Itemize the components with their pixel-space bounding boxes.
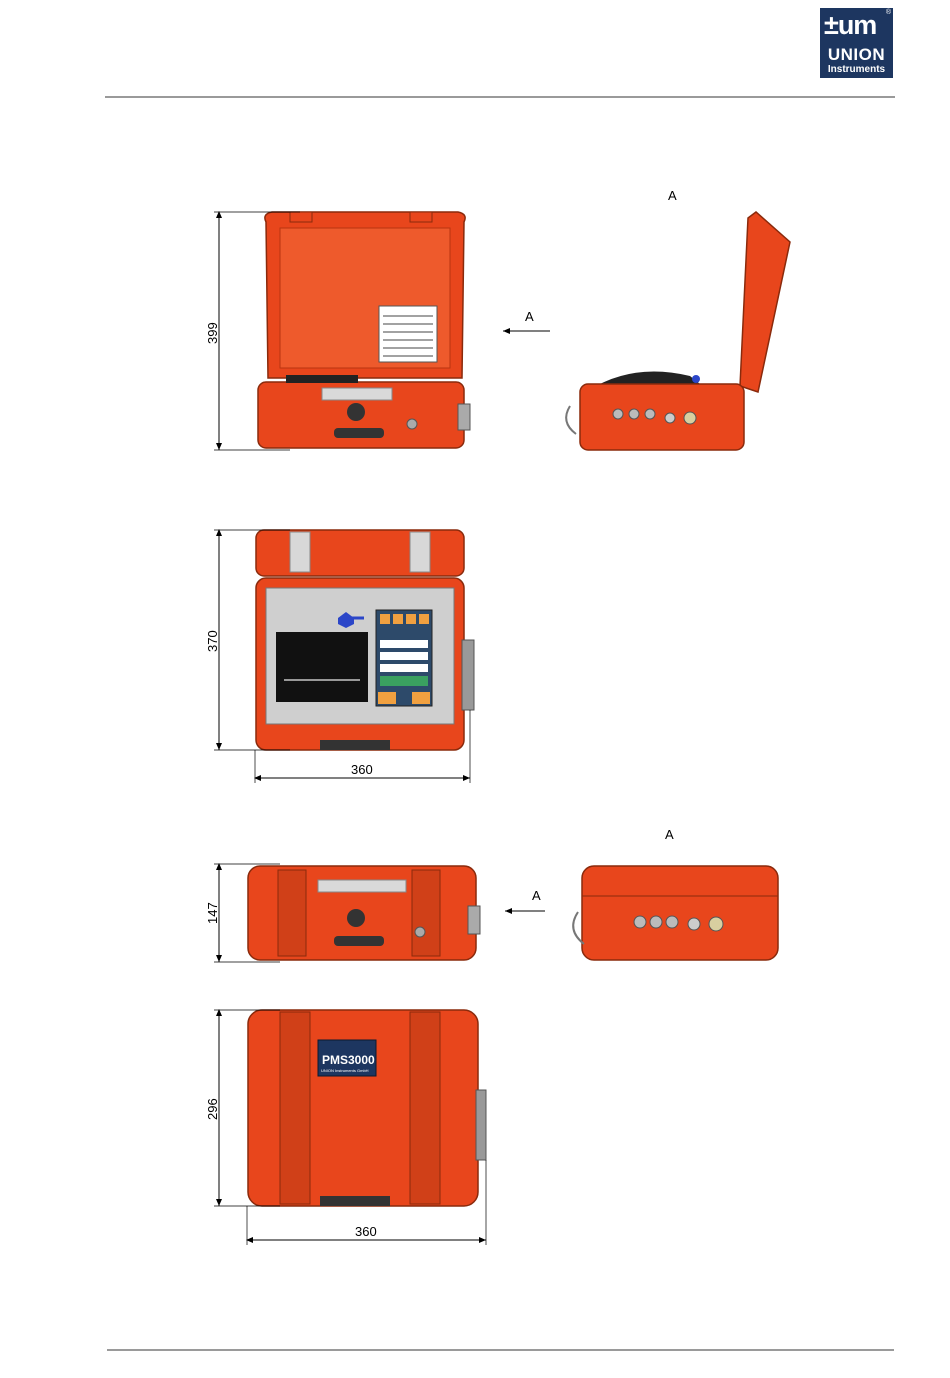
dim-top-width: 360	[351, 762, 373, 777]
lid-label-title: PMS3000	[322, 1053, 375, 1067]
front-closed-view: 147 A	[205, 864, 545, 962]
dim-lid-width: 360	[355, 1224, 377, 1239]
top-view: 370 360	[205, 530, 474, 783]
open-case-front-view: 399 A	[205, 212, 550, 450]
touch-screen	[376, 610, 432, 706]
side-closed-view: A	[573, 827, 778, 960]
rating-sticker	[379, 306, 437, 362]
side-label-open: A	[668, 188, 677, 203]
side-label-front: A	[665, 827, 674, 842]
lid-label-company: UNION Instruments GmbH	[321, 1068, 369, 1073]
dim-open-height: 399	[205, 322, 220, 344]
view-arrow-label-front: A	[532, 888, 541, 903]
lid-top-view: PMS3000 UNION Instruments GmbH 296 360	[205, 1010, 486, 1245]
view-arrow-label-open: A	[525, 309, 534, 324]
dim-front-height: 147	[205, 902, 220, 924]
dim-lid-height: 296	[205, 1098, 220, 1120]
open-case-side-view: A	[566, 188, 790, 450]
dim-top-height: 370	[205, 630, 220, 652]
